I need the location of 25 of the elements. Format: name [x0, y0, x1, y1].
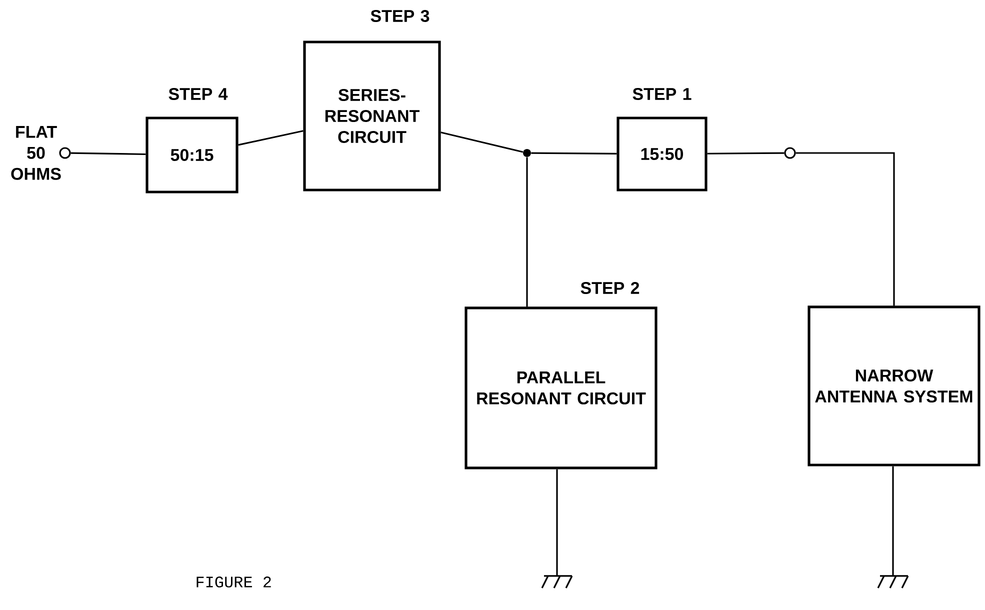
junction-dot	[523, 149, 531, 157]
connector-line	[796, 152, 895, 306]
step-label: STEP 4	[168, 88, 228, 100]
step-label: STEP 3	[370, 10, 430, 22]
connector-line	[707, 152, 784, 154]
block-box: 50:15	[146, 116, 238, 194]
connector-line	[440, 132, 524, 153]
ground-symbol	[877, 575, 909, 588]
connector-line	[531, 152, 617, 154]
ground-symbol	[541, 575, 573, 588]
connector-line	[70, 152, 146, 156]
block-box: PARALLEL RESONANT CIRCUIT	[464, 306, 658, 470]
terminal-circle	[784, 147, 796, 159]
connector-line	[556, 469, 558, 576]
block-box: NARROW ANTENNA SYSTEM	[808, 306, 980, 466]
connector-line	[238, 130, 304, 146]
terminal-circle	[59, 147, 71, 159]
step-label: STEP 2	[580, 282, 640, 294]
connector-line	[892, 466, 894, 576]
block-box: 15:50	[616, 116, 708, 192]
step-label: STEP 1	[632, 88, 692, 100]
block-box: SERIES- RESONANT CIRCUIT	[303, 40, 441, 192]
step-label: FLAT 50 OHMS	[11, 126, 61, 180]
connector-line	[526, 157, 528, 307]
figure-caption: FIGURE 2	[196, 576, 271, 588]
